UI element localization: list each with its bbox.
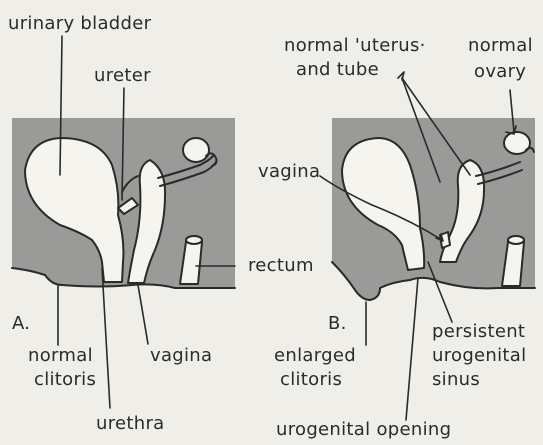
label-persistent-sinus-line1: persistent bbox=[432, 322, 525, 342]
label-rectum: rectum bbox=[248, 256, 314, 276]
leader-urethra bbox=[102, 268, 110, 408]
label-normal-uterus-line2: and tube bbox=[296, 60, 379, 80]
label-enlarged-clitoris-line1: enlarged bbox=[274, 346, 356, 366]
label-urogenital-opening: urogenital opening bbox=[276, 420, 451, 440]
leader-urogenital-opening bbox=[406, 278, 418, 420]
label-persistent-sinus-line3: sinus bbox=[432, 370, 480, 390]
label-enlarged-clitoris-line2: clitoris bbox=[280, 370, 342, 390]
label-normal-ovary-line1: normal bbox=[468, 36, 533, 56]
label-urethra: urethra bbox=[96, 414, 164, 434]
label-ureter: ureter bbox=[94, 66, 151, 86]
label-normal-clitoris-line1: normal bbox=[28, 346, 93, 366]
label-normal-clitoris-line2: clitoris bbox=[34, 370, 96, 390]
label-panel-b: B. bbox=[328, 314, 347, 334]
label-panel-a: A. bbox=[12, 314, 30, 334]
label-urinary-bladder: urinary bladder bbox=[8, 14, 151, 34]
label-normal-uterus-line1: normal 'uterus· bbox=[284, 36, 426, 56]
label-vagina-b: vagina bbox=[258, 162, 320, 182]
leader-vagina-a bbox=[138, 285, 148, 344]
label-vagina-a: vagina bbox=[150, 346, 212, 366]
label-persistent-sinus-line2: urogenital bbox=[432, 346, 526, 366]
panel-a-ovary bbox=[183, 138, 209, 162]
label-normal-ovary-line2: ovary bbox=[474, 62, 526, 82]
